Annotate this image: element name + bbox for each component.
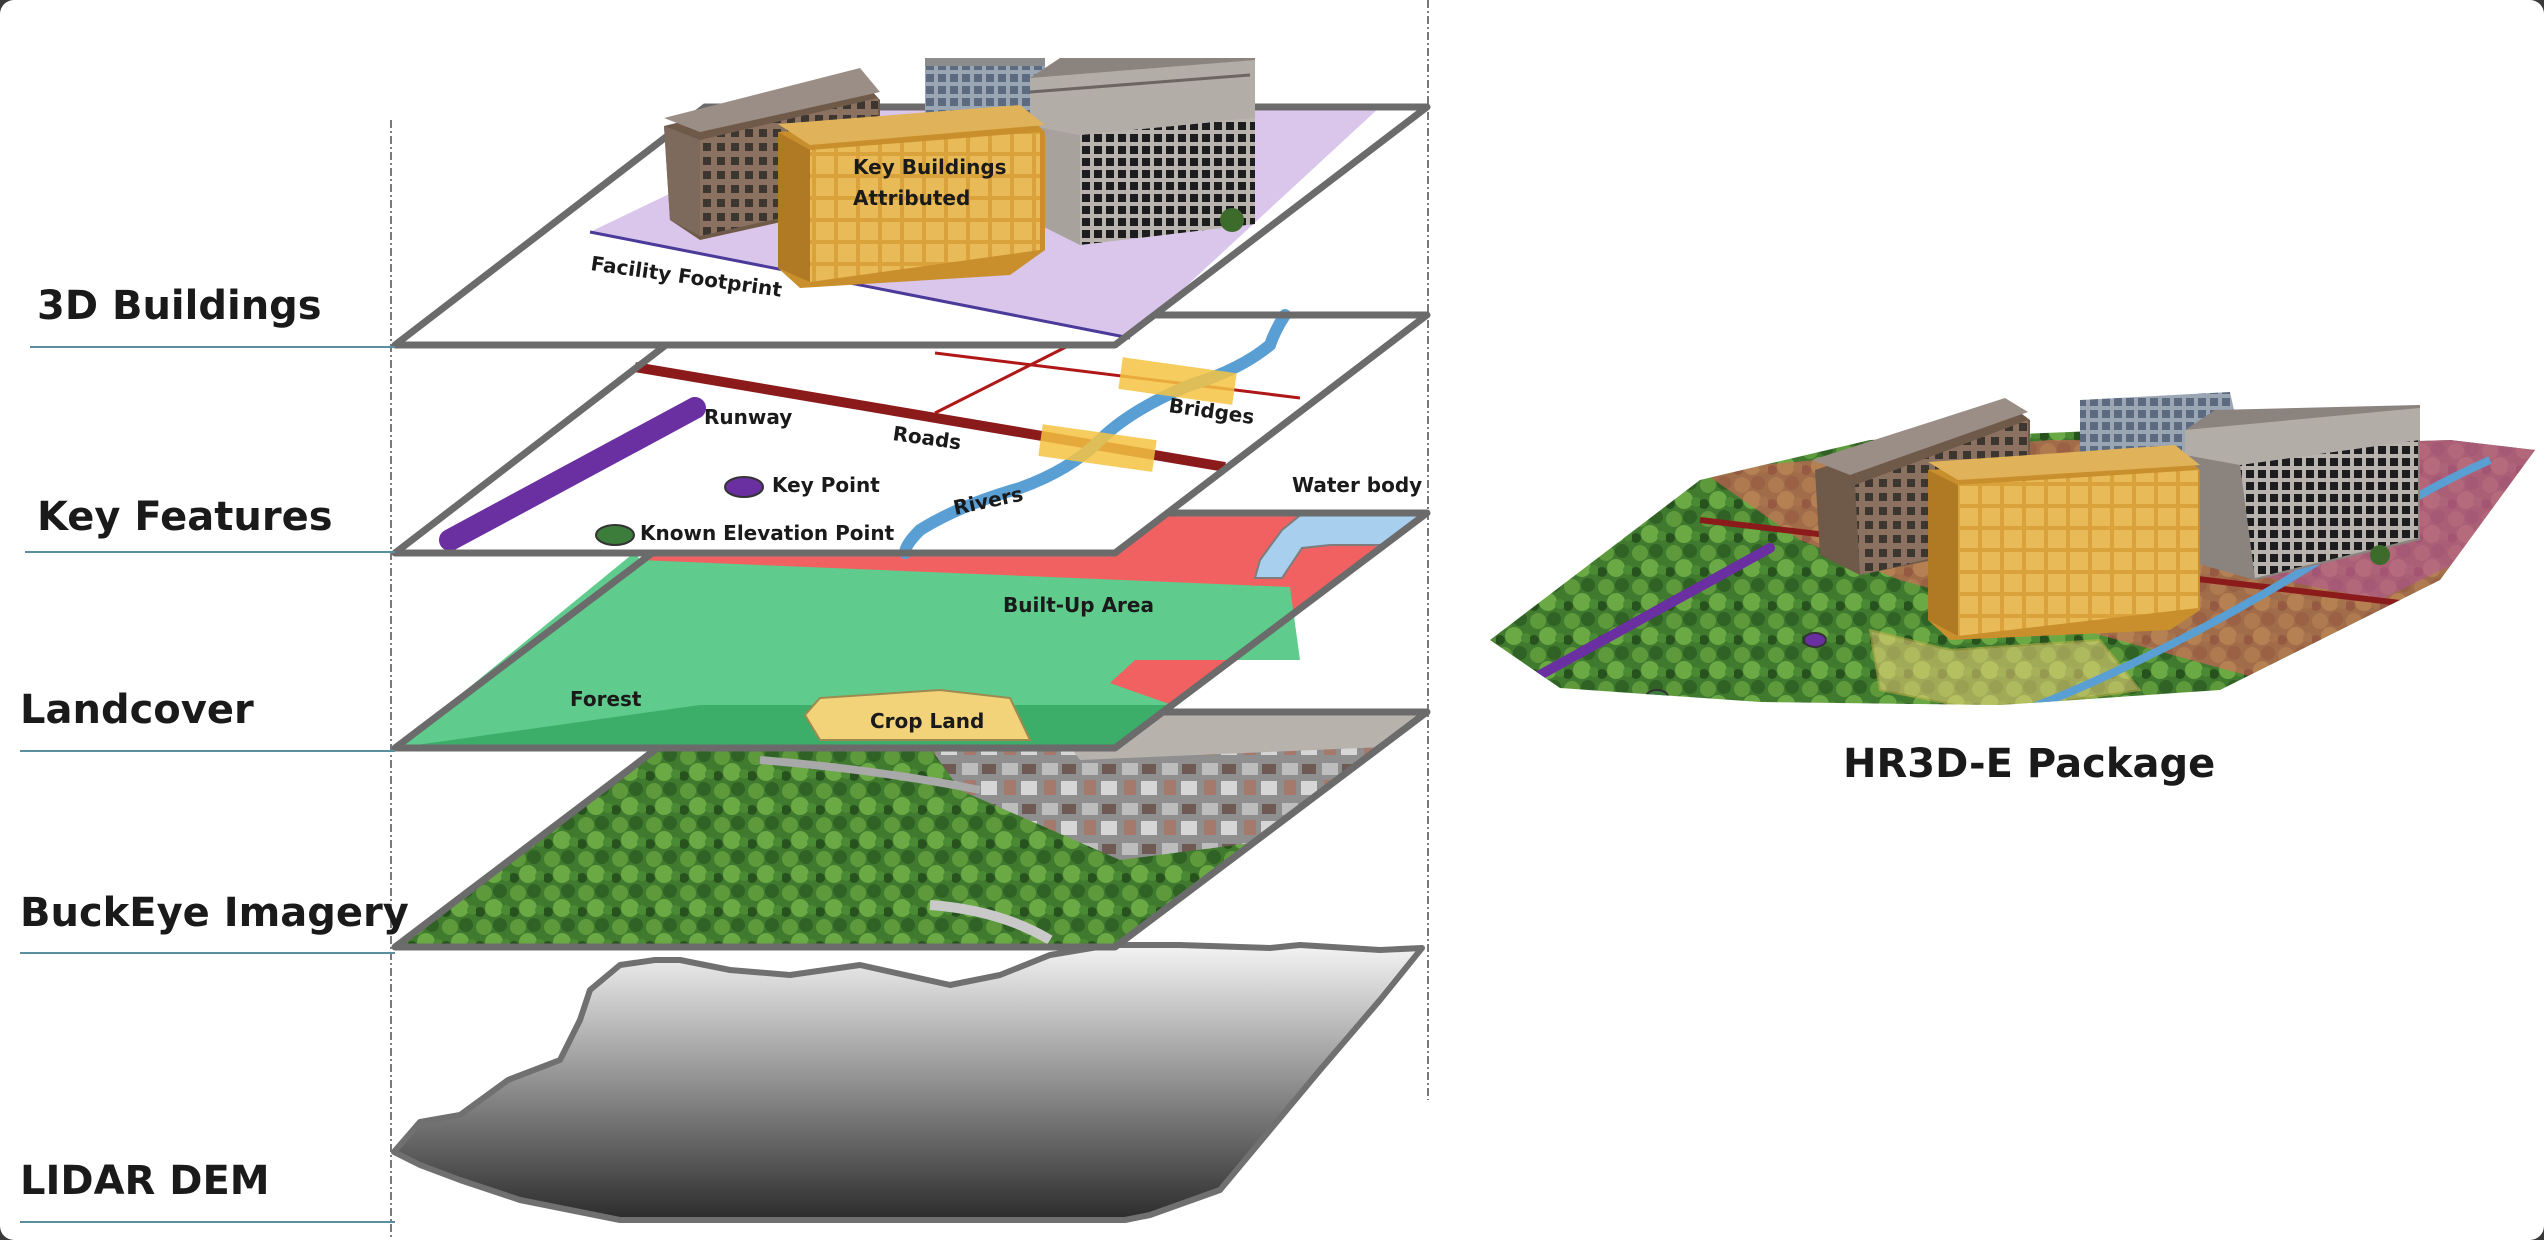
buckeye-imagery-border [391,708,1431,951]
key-point-label: Key Point [772,473,880,497]
layer-label-landcover: Landcover [20,687,254,733]
key-buildings-label-line2: Attributed [853,186,970,210]
lidar-dem-surface [391,942,1425,1223]
landcover-border [391,509,1431,752]
forest-label: Forest [570,687,642,711]
package-title: HR3D-E Package [1843,741,2216,787]
bridge-2 [1038,424,1157,472]
runway-label: Runway [704,405,792,429]
layer-underline [30,346,395,348]
layer-underline [20,750,395,752]
layer-label-lidar-dem: LIDAR DEM [20,1158,270,1204]
layer-label-buckeye-imagery: BuckEye Imagery [20,890,409,936]
known-elevation-point-label: Known Elevation Point [640,521,895,545]
known-elevation-point-marker [595,524,635,546]
crop-land-label: Crop Land [870,709,984,733]
hr3de-package-composite [1490,392,2535,705]
buildings-cluster [664,58,1255,288]
key-features-border [391,311,1431,557]
bridge-1 [1118,357,1237,405]
built-up-area-label: Built-Up Area [1003,593,1154,617]
crop-land-polygon [803,688,1032,741]
layer-underline [20,1221,395,1223]
layer-underline [20,952,395,954]
key-point-marker [724,476,764,498]
runway-line [439,397,706,551]
water-body-label: Water body [1292,473,1422,497]
layer-underline [25,551,395,553]
key-buildings-label-line1: Key Buildings [853,155,1007,179]
3d-buildings-border [391,103,1431,349]
forest-polygon [395,552,1300,748]
layer-label-3d-buildings: 3D Buildings [37,283,322,329]
layer-label-key-features: Key Features [37,494,333,540]
